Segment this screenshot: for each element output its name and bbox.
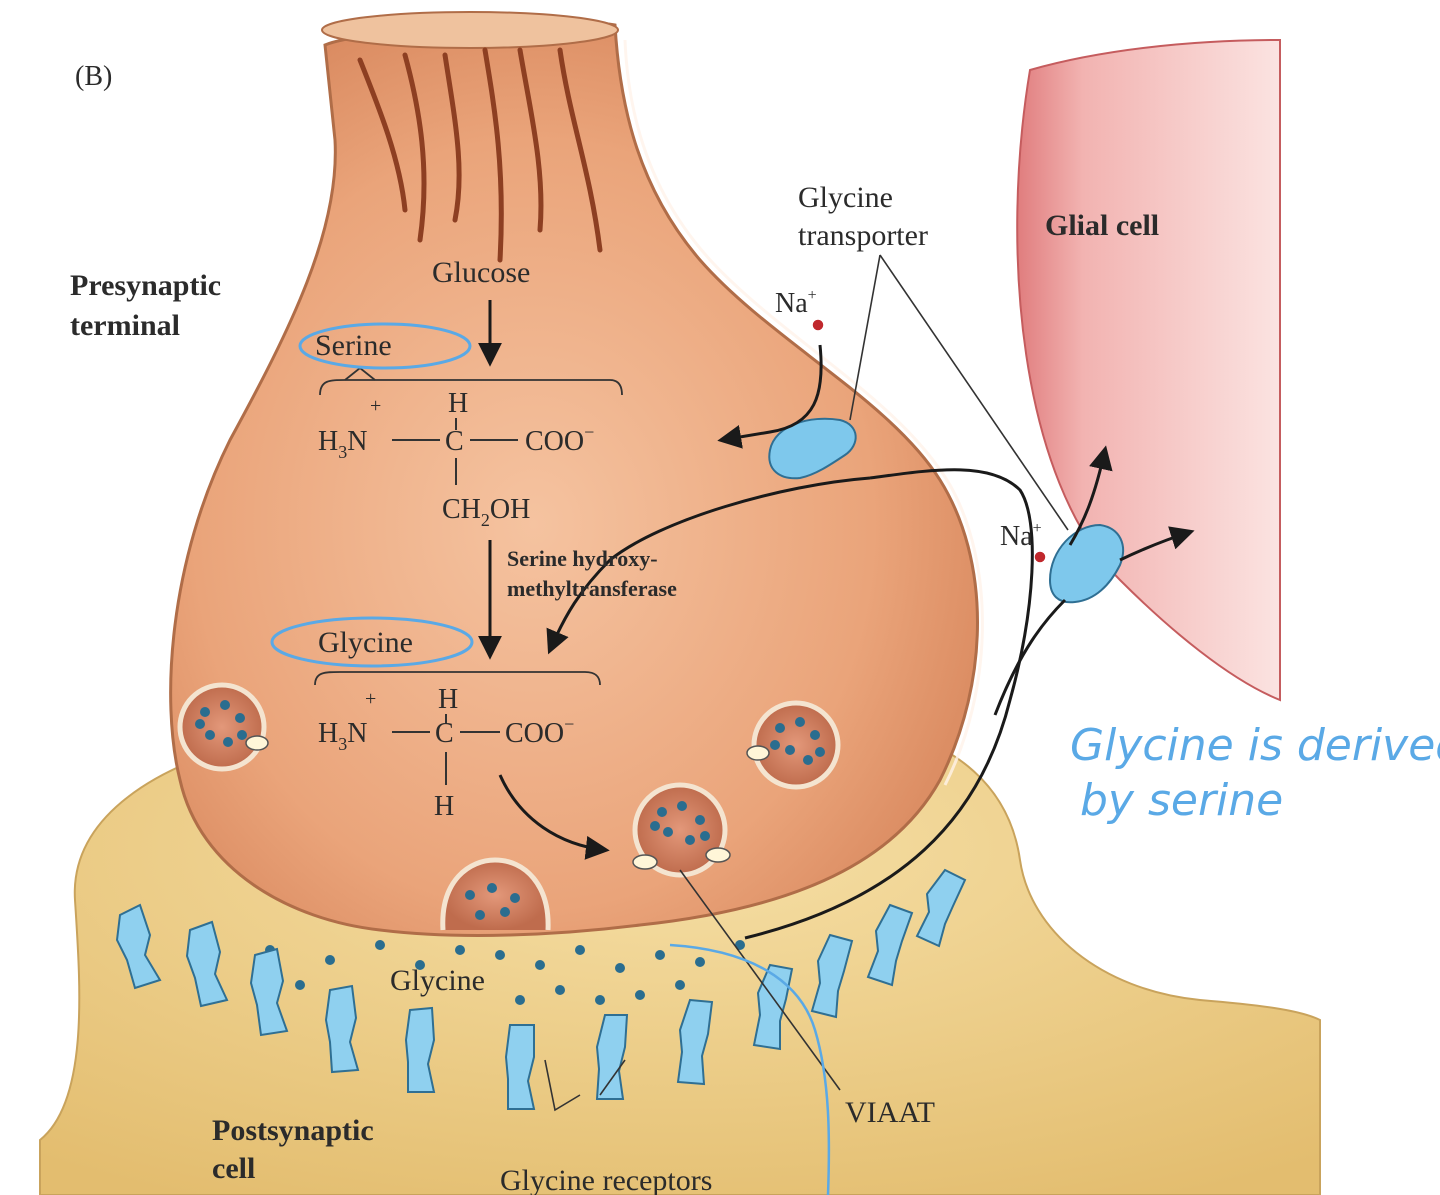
- vesicle-fusing: [440, 857, 551, 931]
- svg-text:COO−: COO−: [525, 422, 594, 457]
- axon-cut-top: [321, 11, 619, 49]
- glycine-transporter-presynaptic: [768, 417, 857, 480]
- vesicle-center: [632, 782, 731, 878]
- glucose-label: Glucose: [432, 256, 530, 289]
- presynaptic-terminal-label: Presynaptic terminal: [70, 269, 229, 342]
- serine-label: Serine: [315, 329, 392, 362]
- glycine-cleft-label: Glycine: [390, 964, 485, 997]
- cleft-glycine-molecules: [265, 940, 745, 1005]
- postsynaptic-cell-label: Postsynaptic cell: [212, 1114, 381, 1185]
- viaat-label: VIAAT: [845, 1096, 935, 1129]
- glial-cell-label: Glial cell: [1045, 209, 1159, 242]
- svg-text:H: H: [434, 791, 454, 822]
- axon-fibers: [357, 47, 603, 263]
- na-ion-top: [811, 318, 825, 332]
- vesicle-left: [177, 682, 269, 772]
- svg-text:H3N: H3N: [318, 426, 367, 462]
- terminal-membrane-inner: [623, 39, 984, 786]
- svg-text:H: H: [448, 388, 468, 419]
- svg-text:H3N: H3N: [318, 718, 367, 754]
- vesicle-right: [746, 700, 841, 790]
- glycine-label-top: Glycine: [318, 626, 413, 659]
- glycine-highlight-circle: [270, 616, 474, 668]
- svg-text:CH2OH: CH2OH: [442, 494, 530, 530]
- svg-text:COO−: COO−: [505, 714, 574, 749]
- na-label-right: Na+: [1000, 520, 1042, 552]
- enzyme-label: Serine hydroxy- methyltransferase: [507, 546, 677, 601]
- glial-cell-body: [1016, 38, 1281, 702]
- glycine-transporter-label: Glycine transporter: [798, 181, 928, 252]
- na-label-top: Na+: [775, 287, 817, 319]
- svg-text:+: +: [370, 395, 381, 417]
- handwritten-note: Glycine is derived by serine: [1070, 720, 1440, 826]
- svg-text:H: H: [438, 684, 458, 715]
- annotation-pen-stroke: [669, 943, 831, 1195]
- glycine-transporter-glial: [1048, 523, 1125, 604]
- glycine-receptors: [115, 868, 967, 1110]
- svg-text:C: C: [445, 426, 464, 457]
- glycine-structure: + H H3N C COO− H: [318, 684, 574, 822]
- leader-lines: [544, 254, 1069, 1112]
- pathway-arrows: [478, 300, 1195, 940]
- svg-text:+: +: [365, 688, 376, 710]
- svg-text:C: C: [435, 718, 454, 749]
- serine-highlight-circle: [298, 322, 472, 370]
- serine-structure: + H H3N C COO− CH2OH: [318, 388, 594, 530]
- glycine-receptors-label: Glycine receptors: [500, 1164, 712, 1195]
- na-ion-right: [1033, 550, 1047, 564]
- panel-label: (B): [75, 61, 112, 92]
